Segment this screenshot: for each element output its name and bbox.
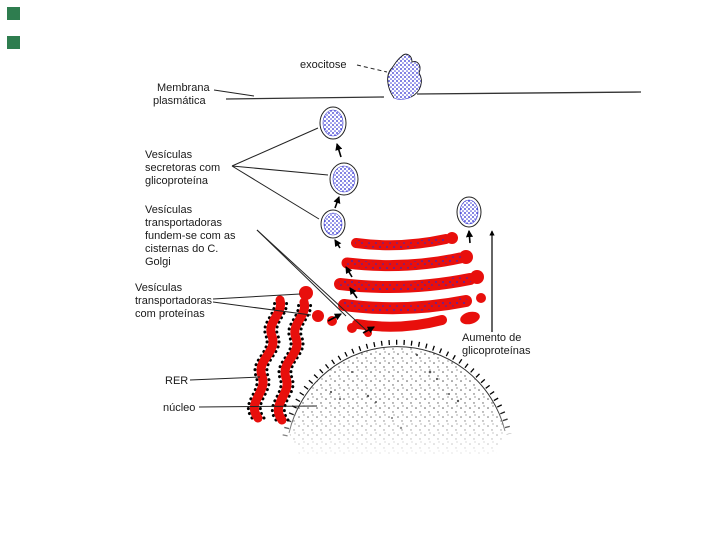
secretory-vesicle-1 bbox=[319, 106, 347, 140]
label-vesiculas-transportadoras-proteinas-line3: com proteínas bbox=[135, 308, 205, 320]
label-membrana-plasmatica-line2: plasmática bbox=[153, 95, 206, 107]
label-vesiculas-transportadoras-golgi-line1: Vesículas bbox=[145, 204, 193, 216]
label-pointer-lines bbox=[189, 64, 388, 408]
label-vesiculas-transportadoras-proteinas-line1: Vesículas bbox=[135, 282, 183, 294]
diagram-labels: exocitose Membrana plasmática Vesículas … bbox=[135, 59, 531, 414]
secretory-vesicle-2 bbox=[329, 162, 359, 196]
label-vesiculas-transportadoras-golgi-line3: fundem-se com as bbox=[145, 230, 236, 242]
rer-ribosomes-left-edge-1 bbox=[246, 298, 277, 420]
label-rer: RER bbox=[165, 375, 188, 387]
golgi-budding-blob bbox=[460, 311, 480, 325]
rer-cisterna-1 bbox=[249, 295, 286, 423]
label-vesiculas-secretoras-line2: secretoras com bbox=[145, 162, 220, 174]
nucleus bbox=[282, 339, 512, 456]
label-nucleo: núcleo bbox=[163, 402, 195, 414]
slide-accent-square-top bbox=[7, 7, 20, 20]
budding-vesicle-right bbox=[456, 196, 482, 228]
secretory-vesicle-3 bbox=[320, 209, 346, 239]
exocytosis-vesicle bbox=[387, 53, 422, 100]
label-vesiculas-secretoras-line1: Vesículas bbox=[145, 149, 193, 161]
slide-accent-square-bottom bbox=[7, 36, 20, 49]
golgi-cisterna-5 bbox=[352, 315, 447, 332]
label-aumento-glicoproteinas-line2: glicoproteínas bbox=[462, 345, 531, 357]
rer-ribosomes-left-edge-2 bbox=[270, 300, 301, 422]
label-vesiculas-transportadoras-proteinas-line2: transportadoras bbox=[135, 295, 213, 307]
flow-arrows bbox=[327, 142, 474, 334]
rer bbox=[246, 295, 313, 425]
golgi-glycoprotein-speckles bbox=[338, 236, 472, 312]
plasma-membrane bbox=[225, 91, 642, 100]
label-exocitose: exocitose bbox=[300, 59, 346, 71]
rer-ribosomes-right-edge-1 bbox=[258, 298, 289, 420]
label-vesiculas-transportadoras-golgi-line4: cisternas do C. bbox=[145, 243, 218, 255]
label-membrana-plasmatica-line1: Membrana bbox=[157, 82, 210, 94]
golgi-apparatus bbox=[334, 232, 486, 332]
label-vesiculas-transportadoras-golgi-line2: transportadoras bbox=[145, 217, 223, 229]
rer-cisterna-2 bbox=[273, 297, 310, 425]
label-vesiculas-transportadoras-golgi-line5: Golgi bbox=[145, 256, 171, 268]
label-vesiculas-secretoras-line3: glicoproteína bbox=[145, 175, 209, 187]
nucleus-chromatin-dots bbox=[329, 353, 460, 430]
rer-ribosomes-right-edge-2 bbox=[282, 300, 313, 422]
label-aumento-glicoproteinas-line1: Aumento de bbox=[462, 332, 521, 344]
